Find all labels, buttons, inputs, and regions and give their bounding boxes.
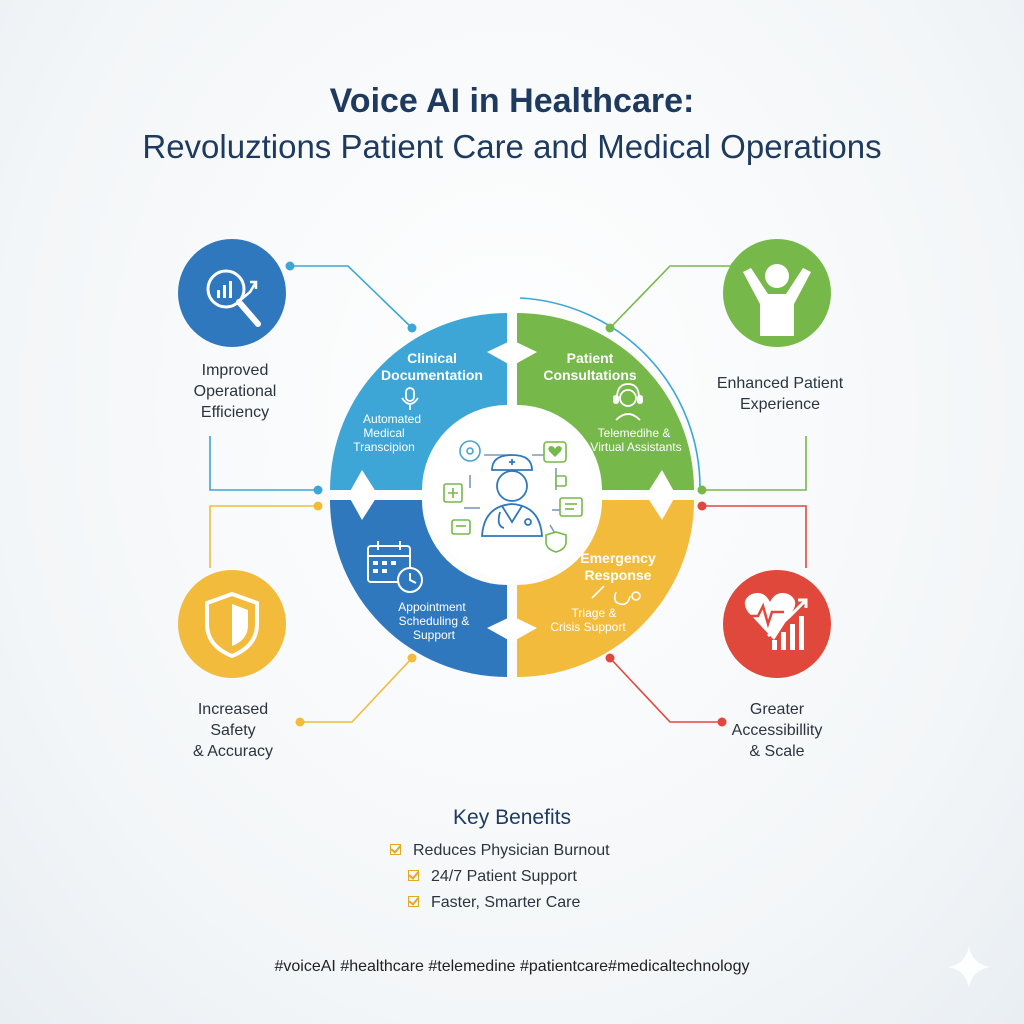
microphone-icon [401, 387, 419, 410]
connector-accessibility-bottom [609, 657, 722, 723]
checkbox-icon [390, 844, 401, 855]
q0-title-1: Clinical [407, 350, 457, 366]
q3-title-1: Emergency [580, 550, 656, 566]
page-title: Voice AI in Healthcare: [329, 82, 695, 120]
sparkle-icon [948, 946, 990, 988]
q1-title-1: Patient [567, 350, 614, 366]
q3-sub-2: Crisis Support [550, 620, 626, 634]
magnifier-chart-icon [206, 269, 261, 327]
q3-sub-1: Triage & [572, 606, 617, 620]
connector-efficiency-bottom [209, 436, 318, 491]
heart-growth-icon [742, 593, 808, 650]
calendar-clock-icon [367, 541, 423, 593]
checkbox-icon [408, 870, 419, 881]
heart-bubble-icon [543, 441, 567, 463]
checkbox-icon [408, 896, 419, 907]
connector-accessibility-top [702, 505, 807, 568]
shield-check-small-icon [545, 531, 567, 553]
q0-sub-2: Medical [363, 426, 404, 440]
doctor-icon [481, 454, 543, 537]
q0-sub-3: Transcipion [353, 440, 415, 454]
outcome-experience-badge [723, 239, 831, 347]
key-benefit-item: Faster, Smarter Care [408, 894, 580, 912]
q2-title-1: Appointment [398, 600, 466, 614]
outcome-accessibility-badge [723, 570, 831, 678]
key-benefit-item: Reduces Physician Burnout [390, 842, 610, 860]
q1-title-2: Consultations [543, 367, 637, 383]
center-hub [443, 440, 583, 553]
connector-experience-bottom [702, 436, 807, 491]
lock-icon [555, 475, 567, 487]
q2-title-2: Scheduling & [399, 614, 470, 628]
outcome-safety-badge [178, 570, 286, 678]
quadrant-clinical-documentation[interactable] [330, 313, 507, 490]
key-benefits-title: Key Benefits [453, 806, 571, 829]
q0-title-2: Documentation [381, 367, 483, 383]
stethoscope-icon [591, 585, 641, 606]
q3-title-2: Response [585, 567, 652, 583]
connector-safety-bottom [300, 657, 413, 723]
key-benefit-item: 24/7 Patient Support [408, 868, 577, 886]
quadrant-patient-consultations[interactable] [517, 313, 694, 490]
q1-sub-2: Virtual Assistants [590, 440, 681, 454]
shield-icon [205, 591, 259, 659]
outcome-efficiency-badge [178, 239, 286, 347]
message-icon [559, 497, 583, 517]
person-celebrating-icon [743, 264, 811, 336]
headset-agent-icon [613, 383, 643, 421]
connector-experience-top [609, 265, 735, 329]
quadrant-emergency-response[interactable] [517, 500, 694, 677]
connector-safety-top [209, 505, 318, 568]
q1-sub-1: Telemedihe & [598, 426, 671, 440]
outer-arc-accent [519, 297, 701, 489]
chat-bubble-icon [459, 440, 481, 462]
page-subtitle: Revoluztions Patient Care and Medical Op… [142, 128, 882, 165]
medical-cross-icon [443, 483, 463, 503]
q2-title-3: Support [413, 628, 456, 642]
q0-sub-1: Automated [363, 412, 421, 426]
connector-efficiency-top [290, 265, 413, 329]
hashtags: #voiceAI #healthcare #telemedine #patien… [274, 958, 750, 975]
folder-icon [451, 519, 471, 535]
